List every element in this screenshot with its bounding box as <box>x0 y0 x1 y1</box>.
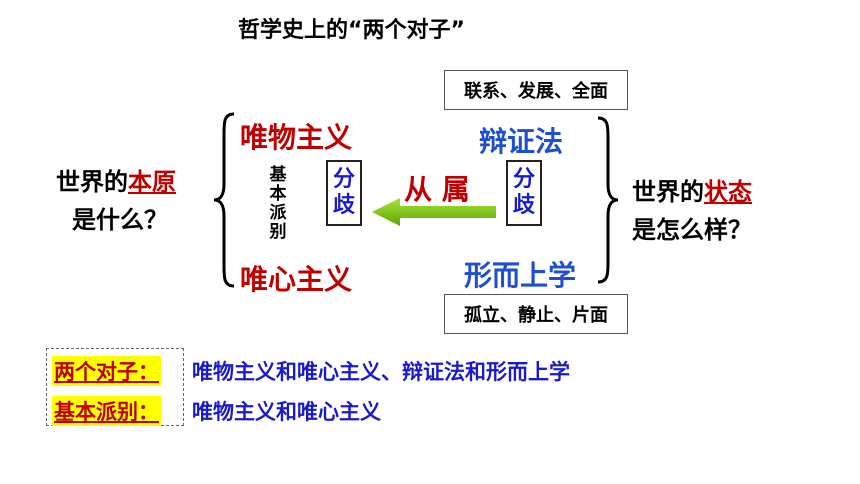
summary-text-pairs: 唯物主义和唯心主义、辩证法和形而上学 <box>192 360 570 384</box>
page-title: 哲学史上的“两个对子” <box>238 18 465 43</box>
right-brace <box>597 116 619 284</box>
dialectics-label: 辩证法 <box>479 125 564 158</box>
summary-text-schools: 唯物主义和唯心主义 <box>192 400 381 424</box>
right-question-prefix: 世界的 <box>632 178 704 206</box>
idealism-label: 唯心主义 <box>240 263 353 296</box>
basic-schools-vertical-label: 基 本 派 别 <box>269 165 287 242</box>
left-question-highlight: 本原 <box>128 168 176 196</box>
summary-label-schools: 基本派别： <box>52 396 161 426</box>
subordination-label: 从 属 <box>404 173 470 206</box>
right-question-highlight: 状态 <box>704 178 752 206</box>
right-question-line1: 世界的状态 <box>632 172 752 207</box>
dialectics-note-box: 联系、发展、全面 <box>444 70 628 110</box>
metaphysics-note-box: 孤立、静止、片面 <box>444 294 628 334</box>
metaphysics-label: 形而上学 <box>464 259 577 292</box>
left-divergence-box: 分 歧 <box>326 160 362 226</box>
materialism-label: 唯物主义 <box>240 121 353 154</box>
right-divergence-box: 分 歧 <box>506 160 542 226</box>
left-question-line1: 世界的本原 <box>56 162 176 197</box>
left-question-prefix: 世界的 <box>56 168 128 196</box>
right-question-line2: 是怎么样？ <box>632 216 752 244</box>
left-question-line2: 是什么？ <box>72 206 168 234</box>
summary-label-pairs: 两个对子： <box>52 356 161 386</box>
left-brace <box>213 112 235 288</box>
subordination-arrow <box>372 198 496 226</box>
